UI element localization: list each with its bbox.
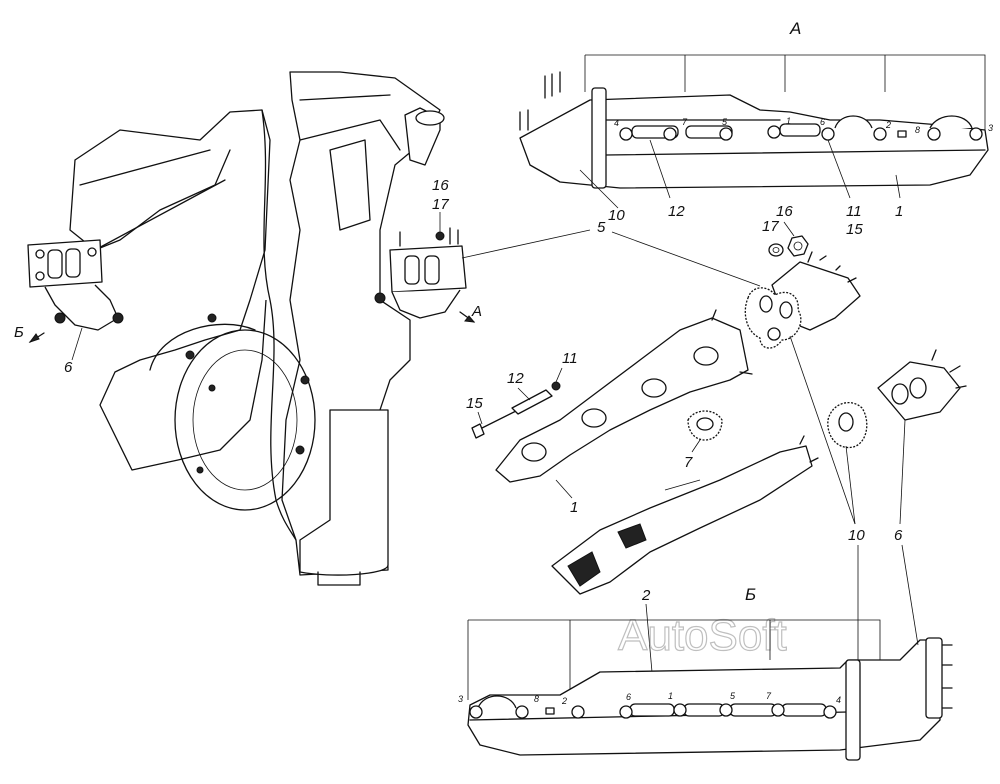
engine-assembly: [27, 71, 476, 586]
view-b-title: Б: [745, 585, 756, 604]
bolt-order-top-1: 4: [614, 118, 619, 128]
callout-1-top: 1: [895, 203, 903, 220]
callout-10: 10: [848, 527, 865, 544]
callout-17: 17: [762, 218, 779, 235]
callout-11-top: 11: [846, 203, 862, 220]
view-a-title: А: [789, 19, 801, 38]
callout-15-top: 15: [846, 221, 863, 238]
view-a-marker: А: [471, 303, 482, 320]
bolt-order-top-8: 3: [988, 123, 993, 133]
callout-10-top: 10: [608, 207, 625, 224]
callout-1: 1: [570, 499, 578, 516]
callout-6: 6: [894, 527, 903, 544]
callout-17-engine: 17: [432, 196, 449, 213]
bolt-order-top-6: 2: [885, 120, 891, 130]
callout-12-top: 12: [668, 203, 685, 220]
view-b-manifold: [467, 619, 953, 761]
callout-16: 16: [776, 203, 793, 220]
bolt-order-bottom-7: 7: [766, 691, 772, 701]
bolt-order-bottom-3: 2: [561, 696, 567, 706]
bolt-order-bottom-1: 3: [458, 694, 463, 704]
bolt-order-bottom-8: 4: [836, 695, 841, 705]
watermark: AutoSoft: [618, 611, 787, 660]
callout-5: 5: [597, 219, 606, 236]
bolt-order-top-4: 1: [786, 116, 791, 126]
view-b-marker: Б: [14, 324, 24, 341]
exploded-parts: [471, 235, 967, 595]
bolt-order-bottom-6: 5: [730, 691, 736, 701]
bolt-order-top-3: 5: [722, 117, 728, 127]
bolt-order-bottom-4: 6: [626, 692, 631, 702]
callout-6-engine: 6: [64, 359, 73, 376]
callout-7: 7: [684, 454, 693, 471]
callout-15: 15: [466, 395, 483, 412]
view-a-manifold: [519, 54, 989, 189]
callout-16-engine: 16: [432, 177, 449, 194]
callout-12: 12: [507, 370, 524, 387]
bolt-order-bottom-2: 8: [534, 694, 539, 704]
bolt-order-top-2: 7: [682, 117, 688, 127]
bolt-order-bottom-5: 1: [668, 691, 673, 701]
bolt-order-top-7: 8: [915, 125, 920, 135]
bolt-order-top-5: 6: [820, 117, 825, 127]
callout-11: 11: [562, 350, 578, 367]
callout-2: 2: [641, 587, 651, 604]
